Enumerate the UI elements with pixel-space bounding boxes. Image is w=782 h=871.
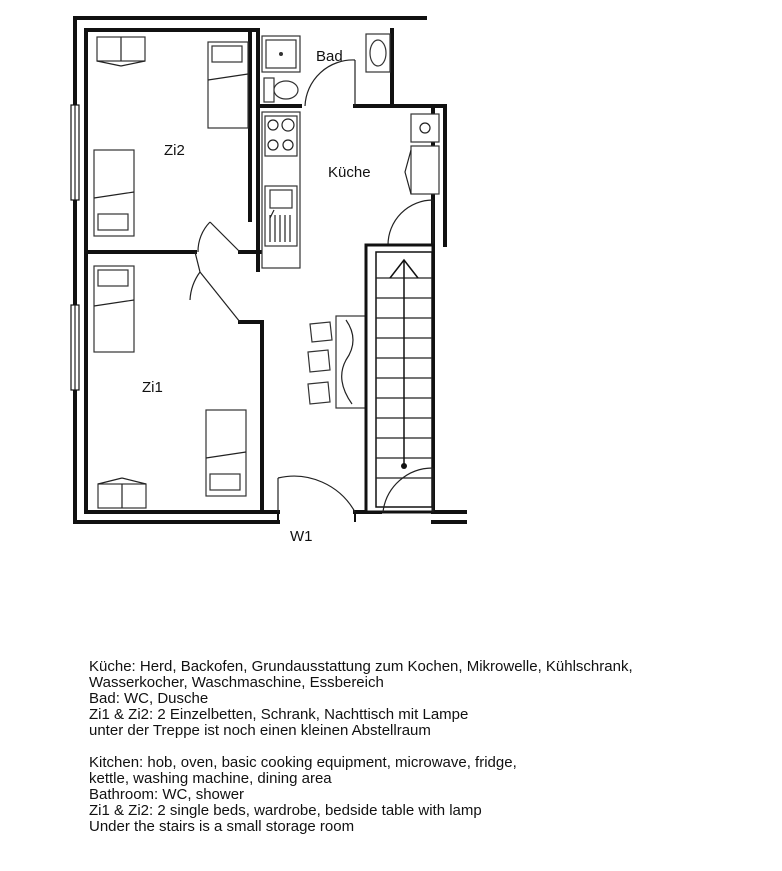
zi1-bed-bottom: [205, 409, 247, 497]
entrance-door[interactable]: [277, 475, 356, 522]
zi2-door[interactable]: [197, 221, 241, 253]
storage-door-top[interactable]: [387, 199, 434, 246]
notes-german: Küche: Herd, Backofen, Grundausstattung …: [89, 659, 749, 739]
note-line: Zi1 & Zi2: 2 Einzelbetten, Schrank, Nach…: [89, 706, 469, 723]
zi1-door[interactable]: [189, 251, 241, 323]
storage-door-bottom[interactable]: [382, 467, 434, 513]
zi2-bed-bottom: [93, 149, 135, 237]
zi1-wardrobe: [97, 477, 147, 509]
hob: [264, 115, 298, 157]
note-line: Under the stairs is a small storage room: [89, 818, 355, 835]
floor-plan: Zi2 Bad: [70, 16, 467, 545]
washing-machine: [410, 113, 440, 143]
note-line: Küche: Herd, Backofen, Grundausstattung …: [89, 658, 633, 675]
notes-english: Kitchen: hob, oven, basic cooking equipm…: [89, 755, 749, 835]
dining-table: [335, 315, 367, 409]
chair-3: [307, 381, 331, 405]
chair-2: [307, 349, 331, 373]
left-windows: [70, 104, 80, 391]
note-line: Bad: WC, Dusche: [89, 690, 209, 707]
note-line: Zi1 & Zi2: 2 single beds, wardrobe, beds…: [89, 802, 482, 819]
shower: [261, 35, 301, 73]
note-line: kettle, washing machine, dining area: [89, 770, 332, 787]
staircase: [364, 243, 435, 514]
note-line: Bathroom: WC, shower: [89, 786, 245, 803]
note-line: Kitchen: hob, oven, basic cooking equipm…: [89, 754, 517, 771]
room-label-kueche: Küche: [328, 164, 371, 181]
zi1-bed-top: [93, 265, 135, 353]
sink: [365, 33, 391, 73]
fridge: [404, 145, 440, 195]
zi2-wardrobe: [96, 36, 146, 67]
room-label-zi1: Zi1: [142, 379, 163, 396]
note-line: unter der Treppe ist noch einen kleinen …: [89, 722, 431, 739]
kitchen-sink: [264, 185, 298, 247]
window-label-w1: W1: [290, 528, 313, 545]
room-notes: Küche: Herd, Backofen, Grundausstattung …: [89, 659, 749, 835]
bathroom-door[interactable]: [304, 59, 356, 107]
toilet: [263, 77, 299, 103]
interior-walls: [84, 28, 394, 514]
chair-1: [309, 321, 333, 343]
note-line: Wasserkocher, Waschmaschine, Essbereich: [89, 674, 384, 691]
room-label-bad: Bad: [316, 48, 343, 65]
zi2-bed-top: [207, 41, 249, 129]
room-label-zi2: Zi2: [164, 142, 185, 159]
